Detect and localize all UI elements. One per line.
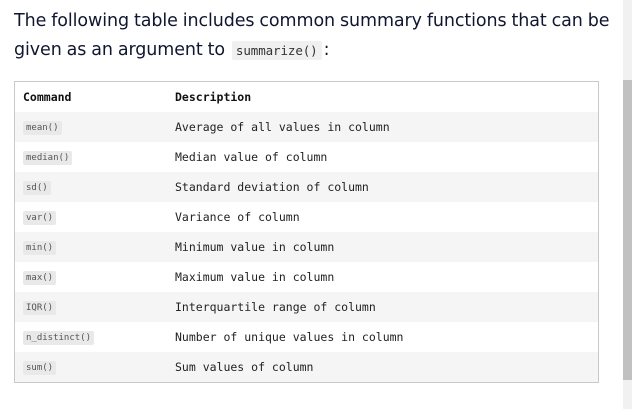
command-cell: IQR() — [15, 292, 175, 322]
command-code: n_distinct() — [23, 331, 95, 345]
command-cell: max() — [15, 262, 175, 292]
table-row: sd() Standard deviation of column — [15, 172, 598, 202]
intro-paragraph: The following table includes common summ… — [14, 7, 612, 65]
table-row: n_distinct() Number of unique values in … — [15, 322, 598, 352]
column-header-command: Command — [23, 90, 72, 104]
intro-text: The following table includes common summ… — [14, 11, 610, 60]
description-cell: Minimum value in column — [175, 232, 598, 262]
vertical-scrollbar[interactable] — [623, 0, 632, 409]
command-cell: var() — [15, 202, 175, 232]
article-content: The following table includes common summ… — [14, 0, 612, 383]
summary-functions-table-container: Command Description mean() Average of al… — [14, 81, 599, 383]
description-cell: Interquartile range of column — [175, 292, 598, 322]
table-row: median() Median value of column — [15, 142, 598, 172]
command-cell: median() — [15, 142, 175, 172]
command-code: median() — [23, 151, 73, 165]
description-cell: Number of unique values in column — [175, 322, 598, 352]
command-cell: sd() — [15, 172, 175, 202]
command-code: sd() — [23, 181, 51, 195]
table-row: var() Variance of column — [15, 202, 598, 232]
command-cell: min() — [15, 232, 175, 262]
table-header-row: Command Description — [15, 82, 598, 112]
description-cell: Average of all values in column — [175, 112, 598, 142]
column-header-description: Description — [175, 90, 252, 104]
command-code: sum() — [23, 361, 57, 375]
intro-text-end: : — [323, 40, 330, 60]
command-cell: n_distinct() — [15, 322, 175, 352]
command-code: var() — [23, 211, 57, 225]
summary-functions-table: Command Description mean() Average of al… — [15, 82, 598, 382]
description-cell: Standard deviation of column — [175, 172, 598, 202]
command-cell: mean() — [15, 112, 175, 142]
table-row: IQR() Interquartile range of column — [15, 292, 598, 322]
table-row: max() Maximum value in column — [15, 262, 598, 292]
command-code: IQR() — [23, 301, 57, 315]
scrollbar-thumb[interactable] — [623, 80, 632, 380]
table-row: min() Minimum value in column — [15, 232, 598, 262]
command-code: max() — [23, 271, 57, 285]
command-cell: sum() — [15, 352, 175, 382]
table-row: sum() Sum values of column — [15, 352, 598, 382]
table-row: mean() Average of all values in column — [15, 112, 598, 142]
description-cell: Maximum value in column — [175, 262, 598, 292]
inline-code-summarize: summarize() — [231, 41, 322, 60]
description-cell: Variance of column — [175, 202, 598, 232]
description-cell: Sum values of column — [175, 352, 598, 382]
command-code: min() — [23, 241, 57, 255]
description-cell: Median value of column — [175, 142, 598, 172]
command-code: mean() — [23, 121, 62, 135]
